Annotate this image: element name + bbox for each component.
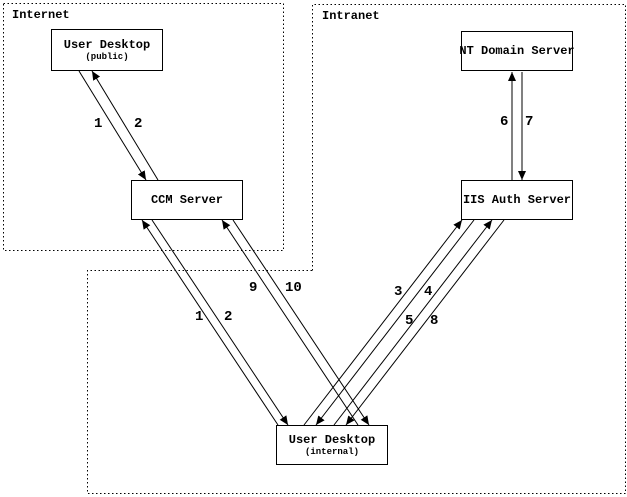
edge-label-5-internal-desktop-to-iis: 5 xyxy=(405,313,414,329)
internet-zone-label: Internet xyxy=(12,8,70,22)
edge-label-2-ccm-to-internal-desktop: 2 xyxy=(224,309,233,325)
node-nt-domain-server: NT Domain Server xyxy=(459,31,575,71)
edge-label-2-ccm-to-public-desktop: 2 xyxy=(134,116,143,132)
edge-line-1-internal-desktop-to-ccm xyxy=(141,219,279,426)
edge-line-3-internal-desktop-to-iis xyxy=(303,219,463,426)
edge-line-9-internal-desktop-to-ccm xyxy=(221,219,359,426)
edge-label-7-nt-domain-to-iis: 7 xyxy=(525,114,534,130)
edge-line-10-ccm-to-internal-desktop xyxy=(232,219,370,426)
internet-zone-border xyxy=(3,3,284,251)
node-user-desktop-public: User Desktop (public) xyxy=(51,29,163,71)
node-subtitle: (public) xyxy=(85,51,129,62)
node-iis-auth-server: IIS Auth Server xyxy=(461,180,573,220)
intranet-zone-label: Intranet xyxy=(322,9,380,23)
node-title: IIS Auth Server xyxy=(462,192,572,207)
node-title: User Desktop xyxy=(288,432,376,447)
node-title: NT Domain Server xyxy=(459,43,575,58)
edge-line-5-internal-desktop-to-iis xyxy=(333,219,493,426)
intranet-zone-border xyxy=(87,4,626,494)
edge-label-8-iis-to-internal-desktop: 8 xyxy=(430,313,439,329)
edge-label-4-iis-to-internal-desktop: 4 xyxy=(424,284,433,300)
edge-label-10-ccm-to-internal-desktop: 10 xyxy=(285,280,302,296)
node-title: CCM Server xyxy=(150,192,223,207)
edge-label-1-public-desktop-to-ccm: 1 xyxy=(94,116,103,132)
node-title: User Desktop xyxy=(63,37,151,52)
node-ccm-server: CCM Server xyxy=(131,180,243,220)
edge-line-1-public-desktop-to-ccm xyxy=(78,70,147,181)
edge-line-4-iis-to-internal-desktop xyxy=(315,219,475,426)
edge-label-6-iis-to-nt-domain: 6 xyxy=(500,114,509,130)
node-user-desktop-internal: User Desktop (internal) xyxy=(276,425,388,465)
edge-label-9-internal-desktop-to-ccm: 9 xyxy=(249,280,258,296)
node-subtitle: (internal) xyxy=(304,446,359,457)
edge-line-2-ccm-to-internal-desktop xyxy=(151,219,289,426)
edge-label-3-internal-desktop-to-iis: 3 xyxy=(394,284,403,300)
edge-line-8-iis-to-internal-desktop xyxy=(345,219,505,426)
edge-label-1-internal-desktop-to-ccm: 1 xyxy=(195,309,204,325)
edge-line-2-ccm-to-public-desktop xyxy=(91,70,159,181)
